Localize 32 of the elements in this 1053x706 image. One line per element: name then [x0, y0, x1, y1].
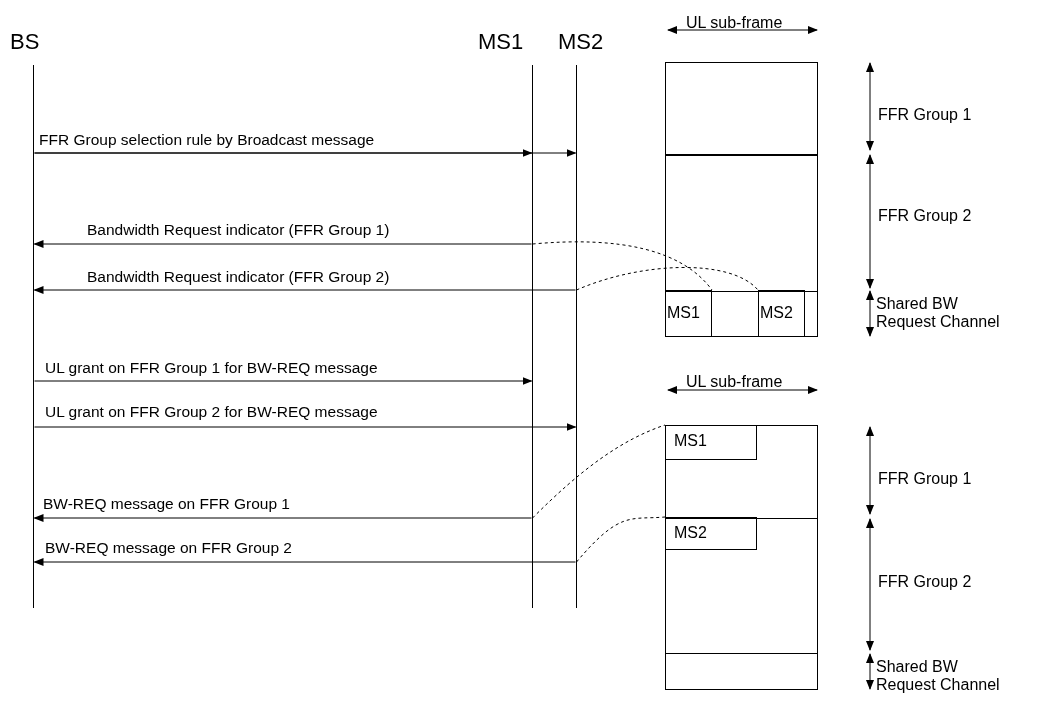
- region-label: Shared BW Request Channel: [876, 658, 1001, 694]
- message-arrow: [33, 558, 576, 566]
- slot-box: MS1: [665, 425, 757, 460]
- slot-box: MS1: [665, 290, 712, 337]
- subframe-box: [665, 425, 818, 690]
- slot-box: MS2: [758, 290, 805, 337]
- message-arrow: [33, 286, 576, 294]
- dashed-connector: [576, 267, 759, 291]
- region-label: FFR Group 2: [878, 207, 972, 225]
- dashed-connector: [576, 516, 666, 563]
- subframe-label: UL sub-frame: [686, 14, 783, 32]
- participant-label: MS2: [558, 30, 604, 54]
- message-arrow: [34, 423, 577, 431]
- edge-label: UL grant on FFR Group 2 for BW-REQ message: [44, 403, 379, 421]
- slot-box: MS2: [665, 517, 757, 550]
- subframe-box: [665, 62, 818, 337]
- dashed-connector: [532, 424, 666, 519]
- edge-label: UL grant on FFR Group 1 for BW-REQ message: [44, 359, 379, 377]
- edge-label: FFR Group selection rule by Broadcast message: [38, 131, 376, 149]
- message-arrow: [33, 514, 532, 522]
- subframe-label: UL sub-frame: [686, 373, 783, 391]
- participant-label: MS1: [478, 30, 524, 54]
- edge-label: Bandwidth Request indicator (FFR Group 1): [86, 221, 391, 239]
- message-arrow: [33, 240, 532, 248]
- region-label: Shared BW Request Channel: [876, 295, 1001, 331]
- region-label: FFR Group 1: [878, 470, 972, 488]
- region-label: FFR Group 1: [878, 106, 972, 124]
- message-arrow: [34, 377, 533, 385]
- participant-label: BS: [10, 30, 40, 54]
- dashed-connector: [532, 241, 713, 291]
- region-label: FFR Group 2: [878, 573, 972, 591]
- edge-label: Bandwidth Request indicator (FFR Group 2): [86, 268, 391, 286]
